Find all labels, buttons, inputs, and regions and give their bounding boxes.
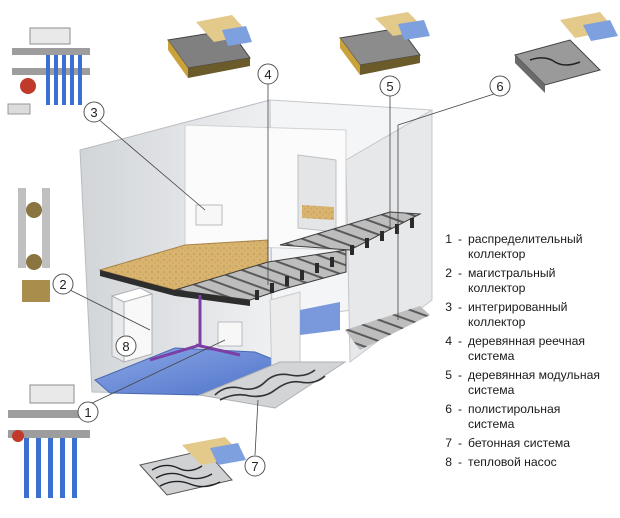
legend-item-label: бетонная система bbox=[468, 436, 571, 450]
svg-text:7: 7 bbox=[251, 459, 258, 474]
joists bbox=[255, 218, 414, 300]
callout-8: 8 bbox=[115, 335, 137, 357]
lower-right-blue-floor bbox=[300, 302, 340, 335]
svg-text:6: 6 bbox=[496, 79, 503, 94]
modular-floor-system bbox=[279, 211, 422, 251]
heat-pipe bbox=[195, 343, 241, 357]
legend-item-label-cont: коллектор bbox=[468, 281, 526, 295]
callout-7: 7 bbox=[244, 455, 266, 477]
legend-item-label-cont: система bbox=[468, 383, 515, 397]
legend-item-label: интегрированный bbox=[468, 300, 568, 314]
legend-item-7: 7 - бетонная система bbox=[436, 436, 618, 451]
legend-item-label-cont: система bbox=[468, 417, 515, 431]
legend-item-label: деревянная модульная bbox=[468, 368, 601, 382]
trunk-manifold-icon bbox=[18, 188, 50, 302]
callout-3: 3 bbox=[83, 101, 105, 123]
callout-2: 2 bbox=[52, 273, 74, 295]
distribution-manifold-icon bbox=[8, 384, 90, 498]
floor-layer-sample-icon bbox=[339, 12, 430, 75]
legend-item-label: магистральный bbox=[468, 266, 556, 280]
svg-text:8: 8 bbox=[122, 339, 129, 354]
svg-text:4: 4 bbox=[264, 67, 271, 82]
callout-5: 5 bbox=[379, 75, 401, 97]
leader-lines bbox=[69, 84, 498, 456]
legend-item-label: деревянная реечная bbox=[468, 334, 585, 348]
legend-item-label-cont: коллектор bbox=[468, 315, 526, 329]
upper-doorway bbox=[297, 154, 337, 233]
legend-item-label: полистирольная bbox=[468, 402, 561, 416]
legend-item-label-cont: коллектор bbox=[468, 247, 526, 261]
svg-text:2: 2 bbox=[59, 277, 66, 292]
upper-slab-edge bbox=[100, 270, 250, 306]
concrete-pipe-loops bbox=[214, 369, 326, 401]
callout-1: 1 bbox=[77, 401, 99, 423]
distribution-collector-box bbox=[217, 321, 243, 347]
doorway-wood-floor bbox=[302, 205, 334, 220]
svg-text:1: 1 bbox=[84, 405, 91, 420]
svg-text:3: 3 bbox=[90, 105, 97, 120]
distribution-manifold-icon bbox=[7, 27, 90, 115]
legend-item-label: распределительный bbox=[468, 232, 583, 246]
floor-layer-sample-icon bbox=[167, 15, 252, 78]
floor-layer-sample-icon bbox=[514, 12, 618, 93]
callout-6: 6 bbox=[489, 75, 511, 97]
callout-4: 4 bbox=[257, 63, 279, 85]
house-cutaway bbox=[79, 99, 433, 409]
legend-item-label: тепловой насос bbox=[468, 455, 557, 469]
integrated-collector-box bbox=[195, 204, 223, 226]
floor-layer-sample-icon bbox=[139, 437, 246, 496]
legend-item-8: 8 - тепловой насос bbox=[436, 455, 618, 470]
svg-text:5: 5 bbox=[386, 79, 393, 94]
right-wall bbox=[345, 109, 433, 363]
polystyrene-floor-system bbox=[345, 306, 430, 350]
legend-item-label-cont: система bbox=[468, 349, 515, 363]
